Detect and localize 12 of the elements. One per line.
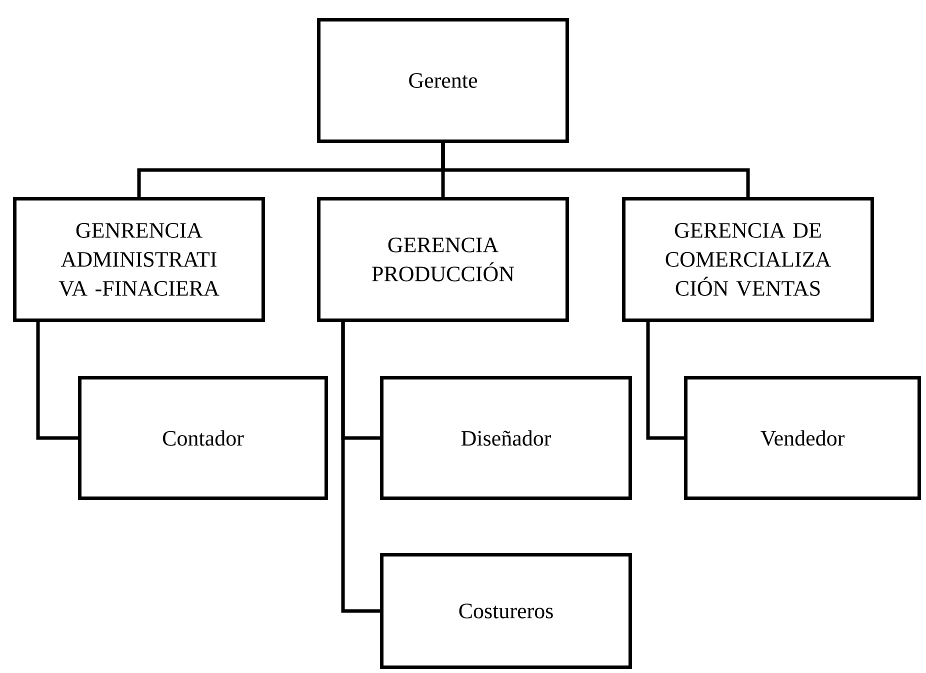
connector-line — [341, 320, 380, 613]
org-box: Gerente — [317, 18, 569, 143]
connector-line — [646, 320, 684, 440]
connector-line — [36, 320, 78, 440]
org-box: GERENCIA PRODUCCIÓN — [317, 197, 569, 322]
org-box: Diseñador — [380, 376, 632, 500]
org-box: Costureros — [380, 553, 632, 669]
org-box: Vendedor — [684, 376, 921, 500]
org-box: GERENCIA DE COMERCIALIZA CIÓN VENTAS — [622, 197, 874, 322]
org-box: Contador — [78, 376, 328, 500]
connector-line — [441, 143, 750, 197]
org-box: GENRENCIA ADMINISTRATI VA -FINACIERA — [13, 197, 265, 322]
